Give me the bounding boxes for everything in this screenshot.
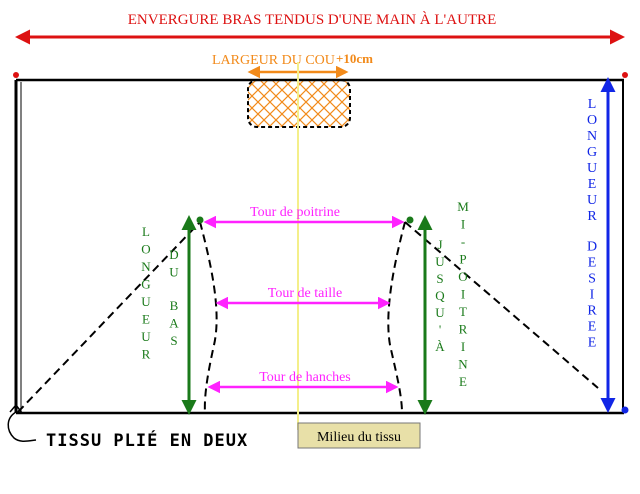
fabric-middle-box: [297, 422, 421, 449]
corner-dot-blue: [621, 406, 629, 414]
vertical-label-letter: O: [587, 113, 597, 128]
vertical-label-letter: O: [458, 269, 467, 284]
vertical-label-letter: L: [142, 224, 150, 239]
vertical-label-letter: T: [459, 304, 467, 319]
vertical-label-letter: N: [458, 357, 468, 372]
vertical-label-letter: U: [169, 265, 179, 280]
vertical-label-letter: U: [587, 193, 597, 208]
corner-dot: [13, 72, 19, 78]
vertical-label-letter: U: [435, 254, 445, 269]
fabric-fold-label: TISSU PLIÉ EN DEUX: [46, 429, 248, 451]
hips-label: Tour de hanches: [259, 370, 351, 385]
vertical-label-letter: U: [141, 294, 151, 309]
vertical-label-letter: A: [169, 315, 179, 330]
vertical-label-letter: D: [587, 239, 597, 254]
title: ENVERGURE BRAS TENDUS D'UNE MAIN À L'AUT…: [128, 11, 496, 28]
chest-label: Tour de poitrine: [250, 205, 340, 220]
vertical-label-letter: G: [587, 145, 597, 160]
vertical-label-letter: Q: [435, 288, 445, 303]
vertical-label-letter: À: [435, 339, 445, 354]
vertical-label-letter: J: [437, 237, 442, 252]
right-sleeve-line: [404, 221, 599, 389]
waist-label: Tour de taille: [268, 286, 342, 301]
vertical-label-letter: E: [588, 319, 597, 334]
neck-extra: +10cm: [336, 51, 373, 66]
vertical-label-letter: I: [461, 339, 465, 354]
vertical-label-letter: R: [142, 347, 151, 362]
vertical-label-letter: L: [588, 97, 597, 112]
armpit-dot-left: [196, 216, 204, 224]
vertical-label-letter: D: [169, 247, 178, 262]
vertical-label-letter: ': [439, 322, 441, 337]
vertical-label-letter: -: [461, 234, 465, 249]
vertical-label-letter: R: [587, 303, 597, 318]
vertical-label-letter: E: [142, 312, 150, 327]
vertical-label-letter: G: [141, 277, 150, 292]
armpit-dot-right: [406, 216, 414, 224]
vertical-label-letter: S: [436, 271, 443, 286]
vertical-label-letter: I: [461, 287, 465, 302]
vertical-label-letter: I: [590, 287, 595, 302]
vertical-label-letter: U: [435, 305, 445, 320]
corner-dot: [622, 72, 628, 78]
right-side-seam: [387, 221, 406, 414]
vertical-label-letter: O: [141, 242, 150, 257]
vertical-label-letter: E: [459, 374, 467, 389]
vertical-label-letter: R: [459, 322, 468, 337]
bottom-length-label-2: DU BAS: [169, 247, 179, 348]
vertical-label-letter: I: [461, 217, 465, 232]
fold-pointer-head: [9, 403, 23, 414]
vertical-label-letter: R: [587, 209, 597, 224]
neck-label: LARGEUR DU COU: [212, 53, 335, 68]
left-sleeve-line: [17, 221, 201, 413]
left-side-seam: [199, 221, 218, 414]
vertical-label-letter: E: [588, 255, 597, 270]
vertical-label-letter: N: [141, 259, 151, 274]
vertical-label-letter: S: [588, 271, 596, 286]
vertical-label-letter: E: [588, 335, 597, 350]
vertical-label-letter: B: [170, 298, 179, 313]
vertical-label-letter: N: [587, 129, 597, 144]
vertical-label-letter: U: [141, 329, 151, 344]
vertical-label-letter: S: [170, 333, 177, 348]
vertical-label-letter: P: [459, 252, 466, 267]
vertical-label-letter: M: [457, 199, 469, 214]
fabric-middle-label: Milieu du tissu: [317, 430, 401, 445]
vertical-label-letter: U: [587, 161, 597, 176]
fold-pointer: [7, 411, 37, 442]
vertical-label-letter: E: [588, 177, 597, 192]
